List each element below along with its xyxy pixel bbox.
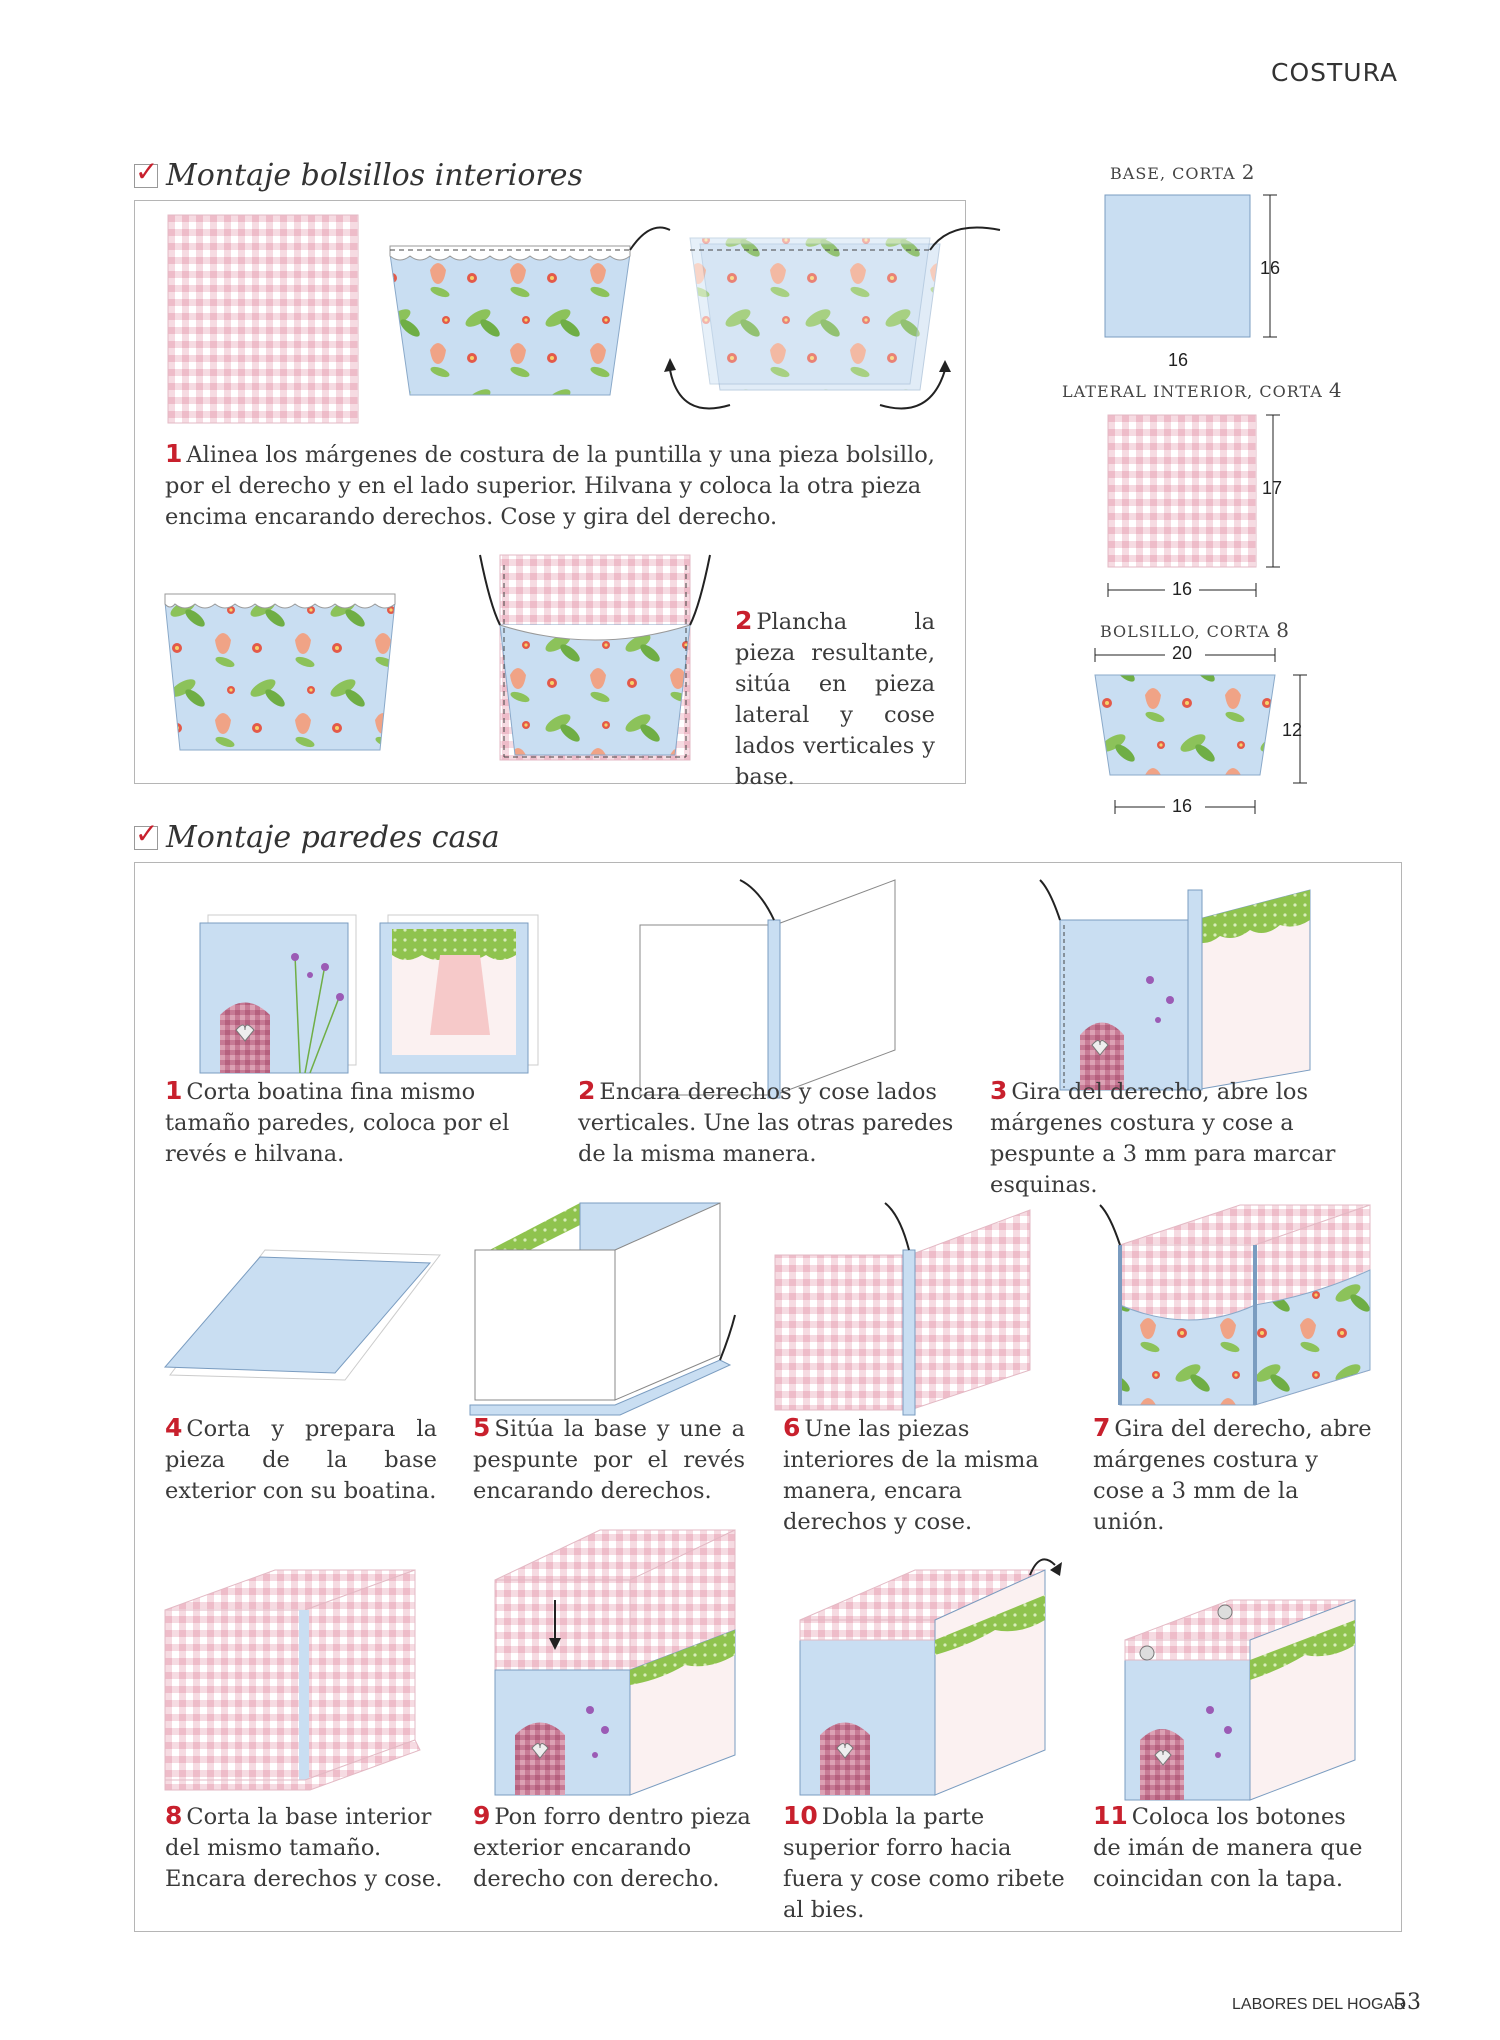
lining-folded-illustration <box>790 1560 1070 1800</box>
base-width: 16 <box>1168 350 1188 371</box>
section-header: COSTURA <box>1271 58 1398 87</box>
base-label: BASE, CORTA 2 <box>1110 160 1255 184</box>
base-exterior-illustration <box>165 1245 445 1385</box>
walls-sewn-illustration <box>640 880 910 1100</box>
lateral-pattern-piece <box>1108 415 1288 615</box>
checkbox-icon <box>134 164 158 188</box>
section1-title-text: Montaje bolsillos interiores <box>166 158 583 193</box>
gingham-square-illustration <box>168 215 358 423</box>
bolsillo-height: 12 <box>1282 720 1302 741</box>
bolsillo-label: BOLSILLO, CORTA 8 <box>1100 618 1290 642</box>
pocket-lace-illustration <box>380 220 680 410</box>
pocket-folded-illustration <box>640 220 1020 430</box>
checkbox-icon <box>134 826 158 850</box>
pocket-flat-illustration <box>165 590 405 760</box>
lateral-height: 17 <box>1262 478 1282 499</box>
magazine-name: LABORES DEL HOGAR <box>1232 1996 1406 2014</box>
page-number: 53 <box>1393 1990 1421 2015</box>
section2-title: Montaje paredes casa <box>134 820 500 855</box>
interior-opened-illustration <box>1090 1195 1380 1415</box>
section1-title: Montaje bolsillos interiores <box>134 158 583 193</box>
interior-base-illustration <box>165 1560 425 1800</box>
bolsillo-bottom-width: 16 <box>1172 796 1192 817</box>
lining-inside-illustration <box>490 1520 750 1800</box>
lateral-width: 16 <box>1172 579 1192 600</box>
pocket-on-lateral-illustration <box>460 545 730 765</box>
section2-title-text: Montaje paredes casa <box>166 820 500 855</box>
base-pattern-piece <box>1105 190 1285 350</box>
walls-with-boatina-illustration <box>200 915 540 1095</box>
walls-opened-illustration <box>1030 870 1330 1100</box>
bolsillo-top-width: 20 <box>1172 643 1192 664</box>
magnetic-buttons-illustration <box>1100 1590 1370 1805</box>
interior-pieces-illustration <box>775 1195 1045 1415</box>
lateral-label: LATERAL INTERIOR, CORTA 4 <box>1062 378 1343 402</box>
base-height: 16 <box>1260 258 1280 279</box>
base-attached-illustration <box>470 1195 750 1415</box>
